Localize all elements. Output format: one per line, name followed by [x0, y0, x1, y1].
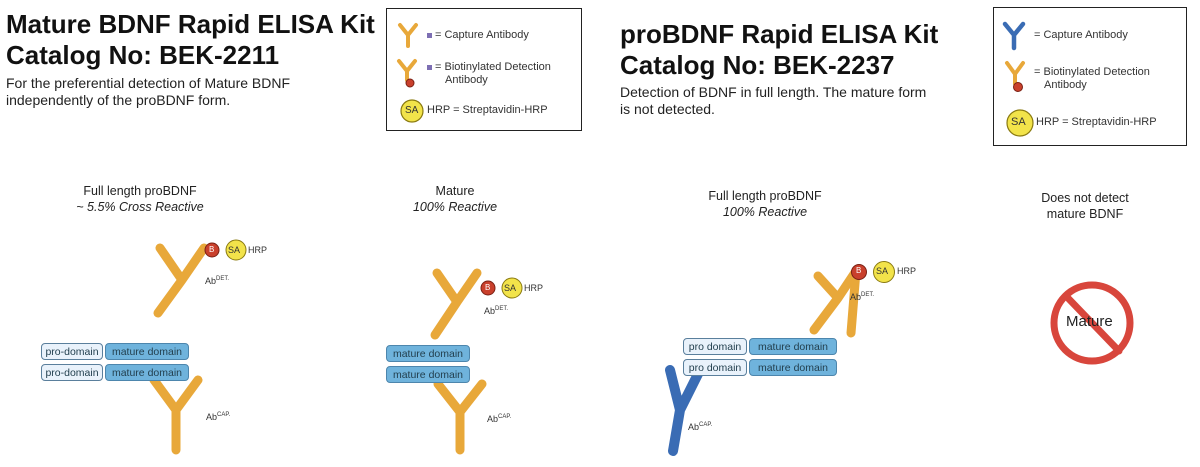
panel-2-ab-cap-label: AbCAP.	[487, 414, 512, 424]
panel-3-mature-domain-bottom: mature domain	[749, 359, 837, 376]
panel-1-capture-antibody	[149, 375, 203, 455]
panel-1-b-label: B	[209, 245, 215, 254]
sa-hrp-icon	[400, 99, 424, 123]
panel-3-ab-cap-label: AbCAP.	[688, 422, 713, 432]
panel-3-pro-domain-bottom: pro domain	[683, 359, 747, 376]
left-kit-catalog: Catalog No: BEK-2211	[6, 40, 280, 70]
panel-3-mature-domain-top: mature domain	[749, 338, 837, 355]
panel-4-subtitle: mature BDNF	[1046, 207, 1124, 221]
legend-capture-label: = Capture Antibody	[1034, 29, 1128, 41]
right-legend: = Capture Antibody = Biotinylated Detect…	[993, 7, 1187, 146]
panel-1-mature-domain-bottom: mature domain	[105, 364, 189, 381]
panel-2-sa-label: SA	[504, 283, 517, 293]
panel-3-sa-icon	[873, 261, 895, 283]
panel-3-subtitle: 100% Reactive	[722, 205, 808, 219]
legend-hrp-label: HRP = Streptavidin-HRP	[1036, 116, 1157, 128]
legend-sa-text: SA	[1011, 116, 1026, 128]
panel-4-title: Does not detect mature BDNF	[1020, 190, 1150, 222]
panel-2-detection-antibody	[430, 268, 482, 340]
panel-1-subtitle: ~ 5.5% Cross Reactive	[76, 200, 204, 214]
panel-2-b-label: B	[485, 283, 491, 292]
panel-1-ab-det-label: AbDET.	[205, 276, 230, 286]
right-kit-name: proBDNF Rapid ELISA Kit	[620, 19, 939, 49]
panel-1-pro-domain-top: pro-domain	[41, 343, 103, 360]
panel-1-sa-icon	[225, 239, 247, 261]
mature-no-label: Mature	[1066, 313, 1113, 330]
left-legend: = Capture Antibody = Biotinylated Detect…	[386, 8, 582, 131]
panel-2-mature-domain-top: mature domain	[386, 345, 470, 362]
left-kit-description: For the preferential detection of Mature…	[6, 75, 290, 109]
right-desc-line-2: is not detected.	[620, 101, 715, 117]
panel-1-detection-antibody	[153, 243, 209, 318]
left-desc-line-1: For the preferential detection of Mature…	[6, 75, 291, 91]
panel-1-ab-cap-label: AbCAP.	[206, 412, 231, 422]
panel-2-mature-domain-bottom: mature domain	[386, 366, 470, 383]
panel-1-biotin-icon	[204, 242, 220, 258]
legend-detection-label: = Biotinylated Detection Antibody	[1034, 66, 1150, 92]
left-desc-line-2: independently of the proBDNF form.	[6, 92, 231, 108]
panel-3-ab-det-label: AbDET.	[850, 292, 875, 302]
panel-1-pro-domain-bottom: pro-domain	[41, 364, 103, 381]
panel-3-hrp-label: HRP	[897, 266, 917, 276]
panel-3-b-label: B	[856, 266, 862, 275]
panel-2-title-text: Mature	[435, 184, 475, 198]
left-kit-title: Mature BDNF Rapid ELISA Kit Catalog No: …	[6, 9, 375, 71]
legend-detection-line-1: = Biotinylated Detection	[435, 61, 551, 73]
panel-3-title: Full length proBDNF 100% Reactive	[665, 188, 865, 220]
legend-detection-label: = Biotinylated Detection Antibody	[435, 61, 551, 87]
panel-2-title: Mature 100% Reactive	[380, 183, 530, 215]
detection-antibody-icon	[1005, 61, 1025, 92]
right-kit-catalog: Catalog No: BEK-2237	[620, 50, 895, 80]
capture-antibody-blue-icon	[1002, 21, 1026, 51]
panel-3-sa-label: SA	[876, 266, 889, 276]
capture-antibody-icon	[398, 23, 418, 48]
left-kit-name: Mature BDNF Rapid ELISA Kit	[6, 9, 375, 39]
right-kit-title: proBDNF Rapid ELISA Kit Catalog No: BEK-…	[620, 19, 938, 81]
panel-3-detection-antibody	[809, 266, 861, 338]
sa-hrp-icon	[1006, 109, 1034, 137]
legend-hrp-label: HRP = Streptavidin-HRP	[427, 104, 548, 116]
panel-2-capture-antibody	[433, 379, 487, 455]
panel-1-mature-domain-top: mature domain	[105, 343, 189, 360]
panel-3-biotin-icon	[851, 264, 867, 280]
panel-3-pro-domain-top: pro domain	[683, 338, 747, 355]
right-legend-icons	[1002, 21, 1034, 137]
legend-capture-label: = Capture Antibody	[435, 29, 529, 41]
panel-2-hrp-label: HRP	[524, 283, 544, 293]
panel-2-subtitle: 100% Reactive	[412, 200, 498, 214]
no-mature-sign-icon	[1050, 281, 1134, 365]
legend-sa-text: SA	[405, 105, 419, 116]
legend-detection-line-2: Antibody	[1044, 79, 1087, 91]
legend-detection-line-2: Antibody	[445, 74, 488, 86]
right-kit-description: Detection of BDNF in full length. The ma…	[620, 84, 926, 118]
right-desc-line-1: Detection of BDNF in full length. The ma…	[620, 84, 927, 100]
panel-1-title-text: Full length proBDNF	[83, 184, 197, 198]
panel-2-biotin-icon	[480, 280, 496, 296]
panel-1-title: Full length proBDNF ~ 5.5% Cross Reactiv…	[40, 183, 240, 215]
panel-2-ab-det-label: AbDET.	[484, 306, 509, 316]
panel-4-title-text: Does not detect	[1041, 191, 1129, 205]
left-legend-icons	[397, 23, 432, 123]
panel-1-hrp-label: HRP	[248, 245, 268, 255]
legend-detection-line-1: = Biotinylated Detection	[1034, 66, 1150, 78]
panel-3-capture-antibody	[665, 365, 705, 456]
panel-3-title-text: Full length proBDNF	[708, 189, 822, 203]
panel-1-sa-label: SA	[228, 245, 241, 255]
panel-2-sa-icon	[501, 277, 523, 299]
detection-antibody-icon	[397, 59, 417, 88]
